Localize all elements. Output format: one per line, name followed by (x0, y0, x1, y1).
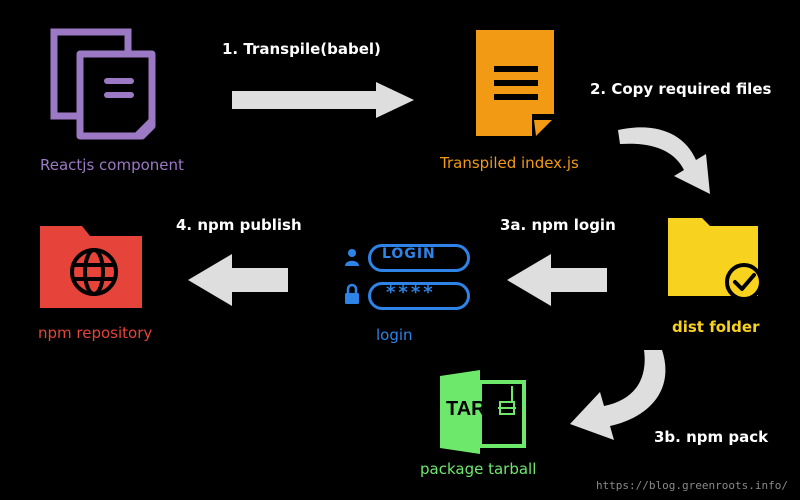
npm-repository-label: npm repository (38, 324, 153, 342)
step-npm-pack-label: 3b. npm pack (654, 428, 769, 446)
step-copy-label: 2. Copy required files (590, 80, 772, 98)
transpiled-label: Transpiled index.js (440, 154, 579, 172)
login-button-text: LOGIN (382, 246, 436, 262)
login-widget: LOGIN **** (342, 242, 472, 314)
document-stack-icon (50, 28, 156, 140)
password-field-pill (368, 282, 470, 310)
tar-archive-icon (440, 370, 526, 454)
curved-arrow-icon (618, 127, 710, 194)
step-npm-login-label: 3a. npm login (500, 216, 616, 234)
login-button-pill (368, 244, 470, 272)
login-label: login (376, 326, 413, 344)
arrow-left-icon (507, 254, 607, 306)
arrow-left-icon (188, 254, 288, 306)
tarball-label: package tarball (420, 460, 537, 478)
curved-arrow-icon (570, 350, 666, 440)
user-icon (345, 249, 359, 266)
password-mask: **** (386, 282, 436, 303)
step-transpile-label: 1. Transpile(babel) (222, 40, 381, 58)
tar-badge-text: TAR (446, 398, 486, 420)
folder-check-icon (668, 218, 763, 301)
globe-folder-icon (40, 226, 142, 308)
step-npm-publish-label: 4. npm publish (176, 216, 302, 234)
file-icon (476, 30, 558, 140)
dist-folder-label: dist folder (672, 318, 760, 336)
arrow-right-icon (232, 82, 414, 118)
lock-icon (345, 283, 359, 304)
react-component-label: Reactjs component (40, 156, 184, 174)
watermark: https://blog.greenroots.info/ (595, 479, 788, 492)
